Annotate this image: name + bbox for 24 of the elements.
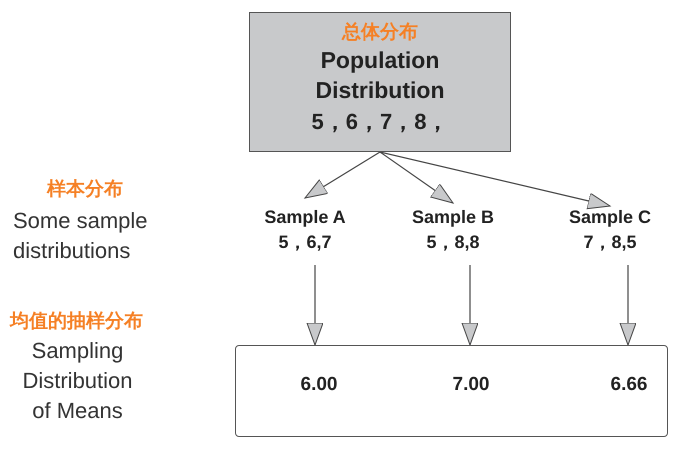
sample-name: Sample A [263,206,347,229]
side-label: Some sample distributions [13,207,149,265]
arrow [380,152,454,204]
chinese-label: 均值的抽样分布 [10,309,144,334]
sample-name: Sample C [568,206,652,229]
arrow [620,265,636,346]
value-list: 5，6，7，8， [250,107,510,137]
mean-value: 7.00 [452,373,490,397]
arrow [380,151,610,210]
sample-values: 5，8,8 [425,231,481,254]
sample-values: 5，6,7 [277,231,333,254]
mean-value: 6.00 [300,373,338,397]
arrow [462,265,478,346]
sample-name: Sample B [410,206,496,229]
sample-values: 7，8,5 [582,231,638,254]
means-box [235,345,668,437]
mean-value: 6.66 [610,373,648,397]
arrow [306,265,324,346]
arrow [304,151,380,199]
population-box [249,12,511,152]
box-title: Population Distribution [314,46,446,105]
chinese-label: 样本分布 [46,177,124,202]
chinese-heading: 总体分布 [340,20,419,45]
side-label: Sampling Distribution of Means [21,337,134,425]
